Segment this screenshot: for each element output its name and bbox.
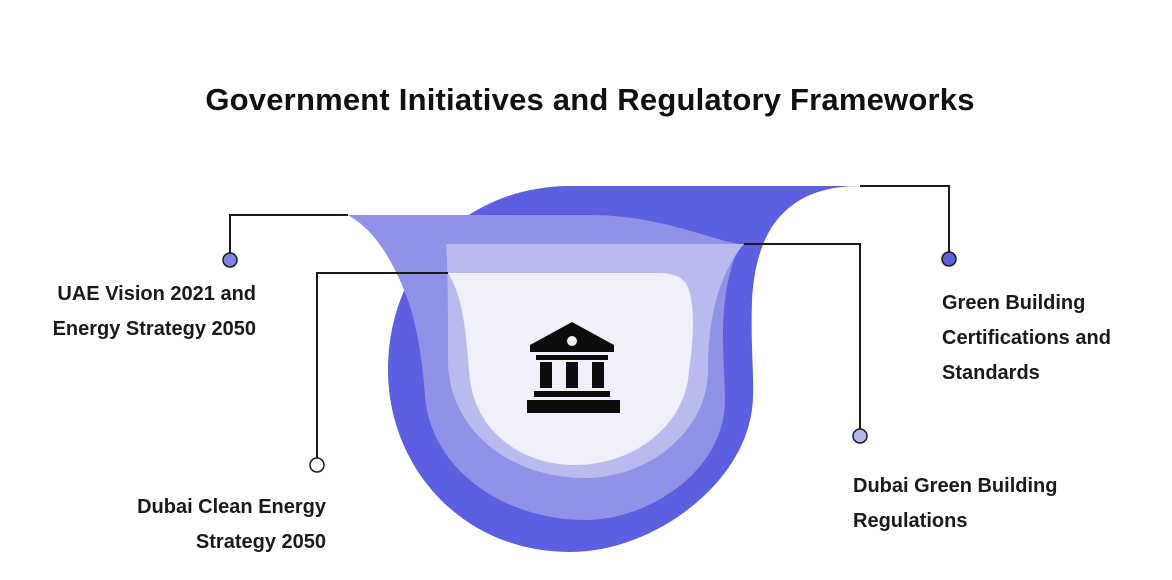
label-green-building: Green Building Certifications and Standa…	[942, 286, 1162, 391]
page-title: Government Initiatives and Regulatory Fr…	[205, 82, 975, 117]
label-uae-vision: UAE Vision 2021 and Energy Strategy 2050	[18, 277, 256, 347]
label-dubai-clean-energy-line-2: Strategy 2050	[195, 531, 326, 553]
label-dubai-clean-energy-line-1: Dubai Clean Energy	[137, 496, 326, 518]
label-dubai-green-building-line-1: Dubai Green Building	[853, 475, 1058, 497]
marker-dubai-green-building	[852, 428, 868, 444]
label-dubai-green-building-line-2: Regulations	[853, 510, 968, 532]
label-uae-vision-line-2: Energy Strategy 2050	[52, 318, 256, 340]
label-green-building-line-2: Certifications and	[942, 327, 1111, 349]
connector-dubai-green-building	[744, 243, 861, 429]
connector-dubai-clean-energy	[316, 272, 448, 458]
connector-uae-vision	[229, 214, 348, 253]
marker-dubai-clean-energy	[309, 457, 325, 473]
marker-green-building	[941, 251, 957, 267]
label-uae-vision-line-1: UAE Vision 2021 and	[57, 283, 256, 305]
government-building-icon	[527, 322, 620, 413]
connector-green-building	[860, 185, 950, 252]
label-dubai-clean-energy: Dubai Clean Energy Strategy 2050	[90, 490, 326, 560]
marker-uae-vision	[222, 252, 238, 268]
label-green-building-line-3: Standards	[942, 362, 1040, 384]
label-green-building-line-1: Green Building	[942, 292, 1086, 314]
label-dubai-green-building: Dubai Green Building Regulations	[853, 469, 1113, 539]
